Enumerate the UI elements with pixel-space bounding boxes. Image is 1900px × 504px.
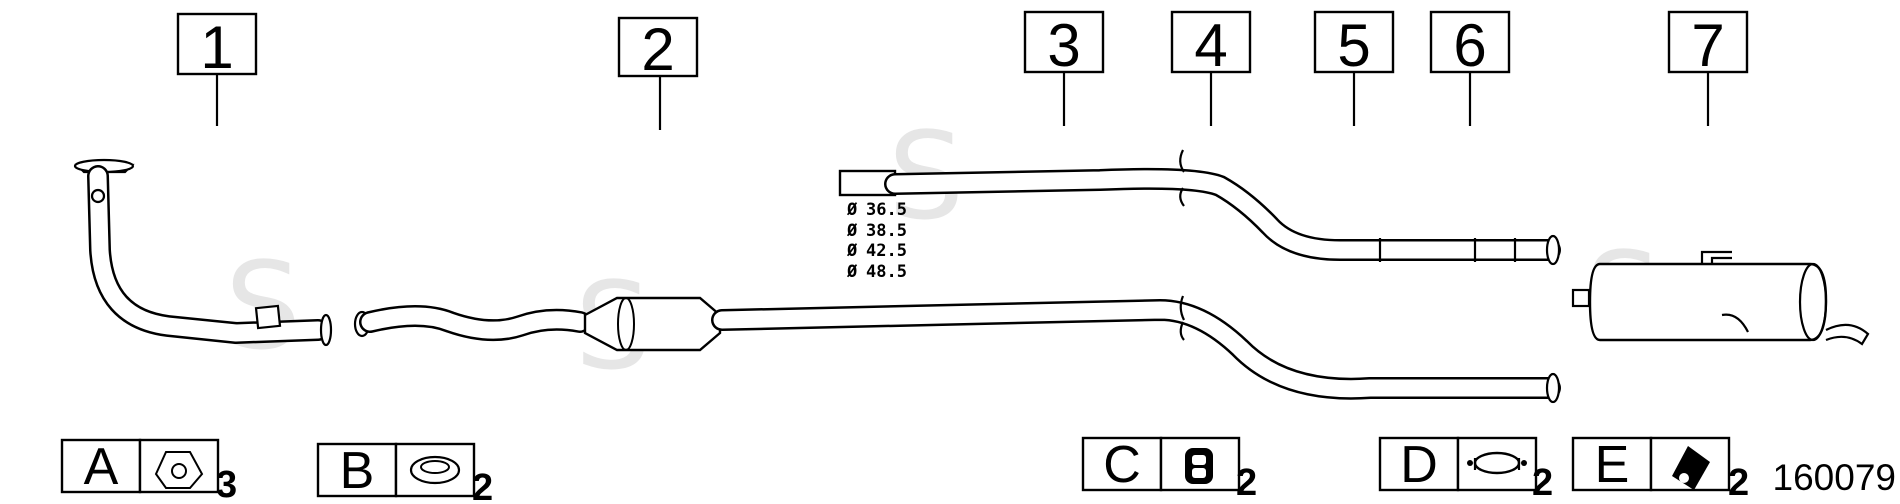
- diameter-symbol: Ø: [846, 241, 858, 261]
- diameter-symbol: Ø: [846, 262, 858, 282]
- kit-a[interactable]: A 3: [60, 438, 237, 504]
- kit-quantity: 3: [216, 464, 237, 504]
- part-3-6-middle-pipe[interactable]: [838, 149, 1561, 266]
- diameter-symbol: Ø: [846, 221, 858, 241]
- callout-6[interactable]: 6: [1429, 10, 1511, 126]
- rubber-hanger-icon: [1185, 448, 1213, 484]
- kit-letter: A: [84, 438, 119, 496]
- callout-label: 3: [1047, 12, 1080, 79]
- callout-label: 7: [1691, 12, 1724, 79]
- part-2-catalytic-converter[interactable]: [353, 295, 1561, 404]
- kit-quantity: 2: [1236, 462, 1257, 504]
- three-bolt-flange-gasket-icon: [154, 451, 204, 489]
- kit-letter: B: [340, 442, 375, 500]
- callout-label: 1: [200, 14, 233, 81]
- callout-3[interactable]: 3: [1023, 10, 1105, 126]
- callout-label: 4: [1194, 12, 1227, 79]
- diameter-value: 38.5: [866, 221, 907, 241]
- diameter-symbol: Ø: [846, 200, 858, 220]
- diameter-value: 48.5: [866, 262, 907, 282]
- part-7-rear-silencer[interactable]: [1571, 250, 1870, 346]
- diameter-value: 42.5: [866, 241, 907, 261]
- kit-e[interactable]: E 2: [1571, 436, 1749, 504]
- kit-letter: E: [1595, 436, 1630, 494]
- callout-1[interactable]: 1: [176, 12, 258, 126]
- callout-4[interactable]: 4: [1170, 10, 1252, 126]
- ring-gasket-icon: [409, 455, 461, 485]
- kit-quantity: 2: [1728, 462, 1749, 504]
- kit-c[interactable]: C 2: [1081, 436, 1257, 504]
- callout-label: 6: [1453, 12, 1486, 79]
- kit-quantity: 2: [1532, 462, 1553, 504]
- pipe-clamp-icon: [1467, 451, 1527, 475]
- kit-quantity: 2: [472, 467, 493, 504]
- callout-label: 5: [1337, 12, 1370, 79]
- part-1-front-pipe[interactable]: [73, 158, 333, 347]
- callout-label: 2: [641, 16, 674, 83]
- diagram-code: 160079: [1773, 457, 1896, 498]
- kit-d[interactable]: D 2: [1378, 436, 1553, 504]
- callout-7[interactable]: 7: [1667, 10, 1749, 126]
- diameter-options: Ø 36.5 Ø 38.5 Ø 42.5 Ø 48.5: [846, 200, 907, 282]
- kit-b[interactable]: B 2: [316, 442, 493, 504]
- kit-letter: D: [1400, 436, 1438, 494]
- kit-letter: C: [1103, 436, 1141, 494]
- mounting-bracket-icon: [1672, 446, 1710, 490]
- callout-2[interactable]: 2: [617, 16, 699, 130]
- callout-5[interactable]: 5: [1313, 10, 1395, 126]
- diameter-value: 36.5: [866, 200, 907, 220]
